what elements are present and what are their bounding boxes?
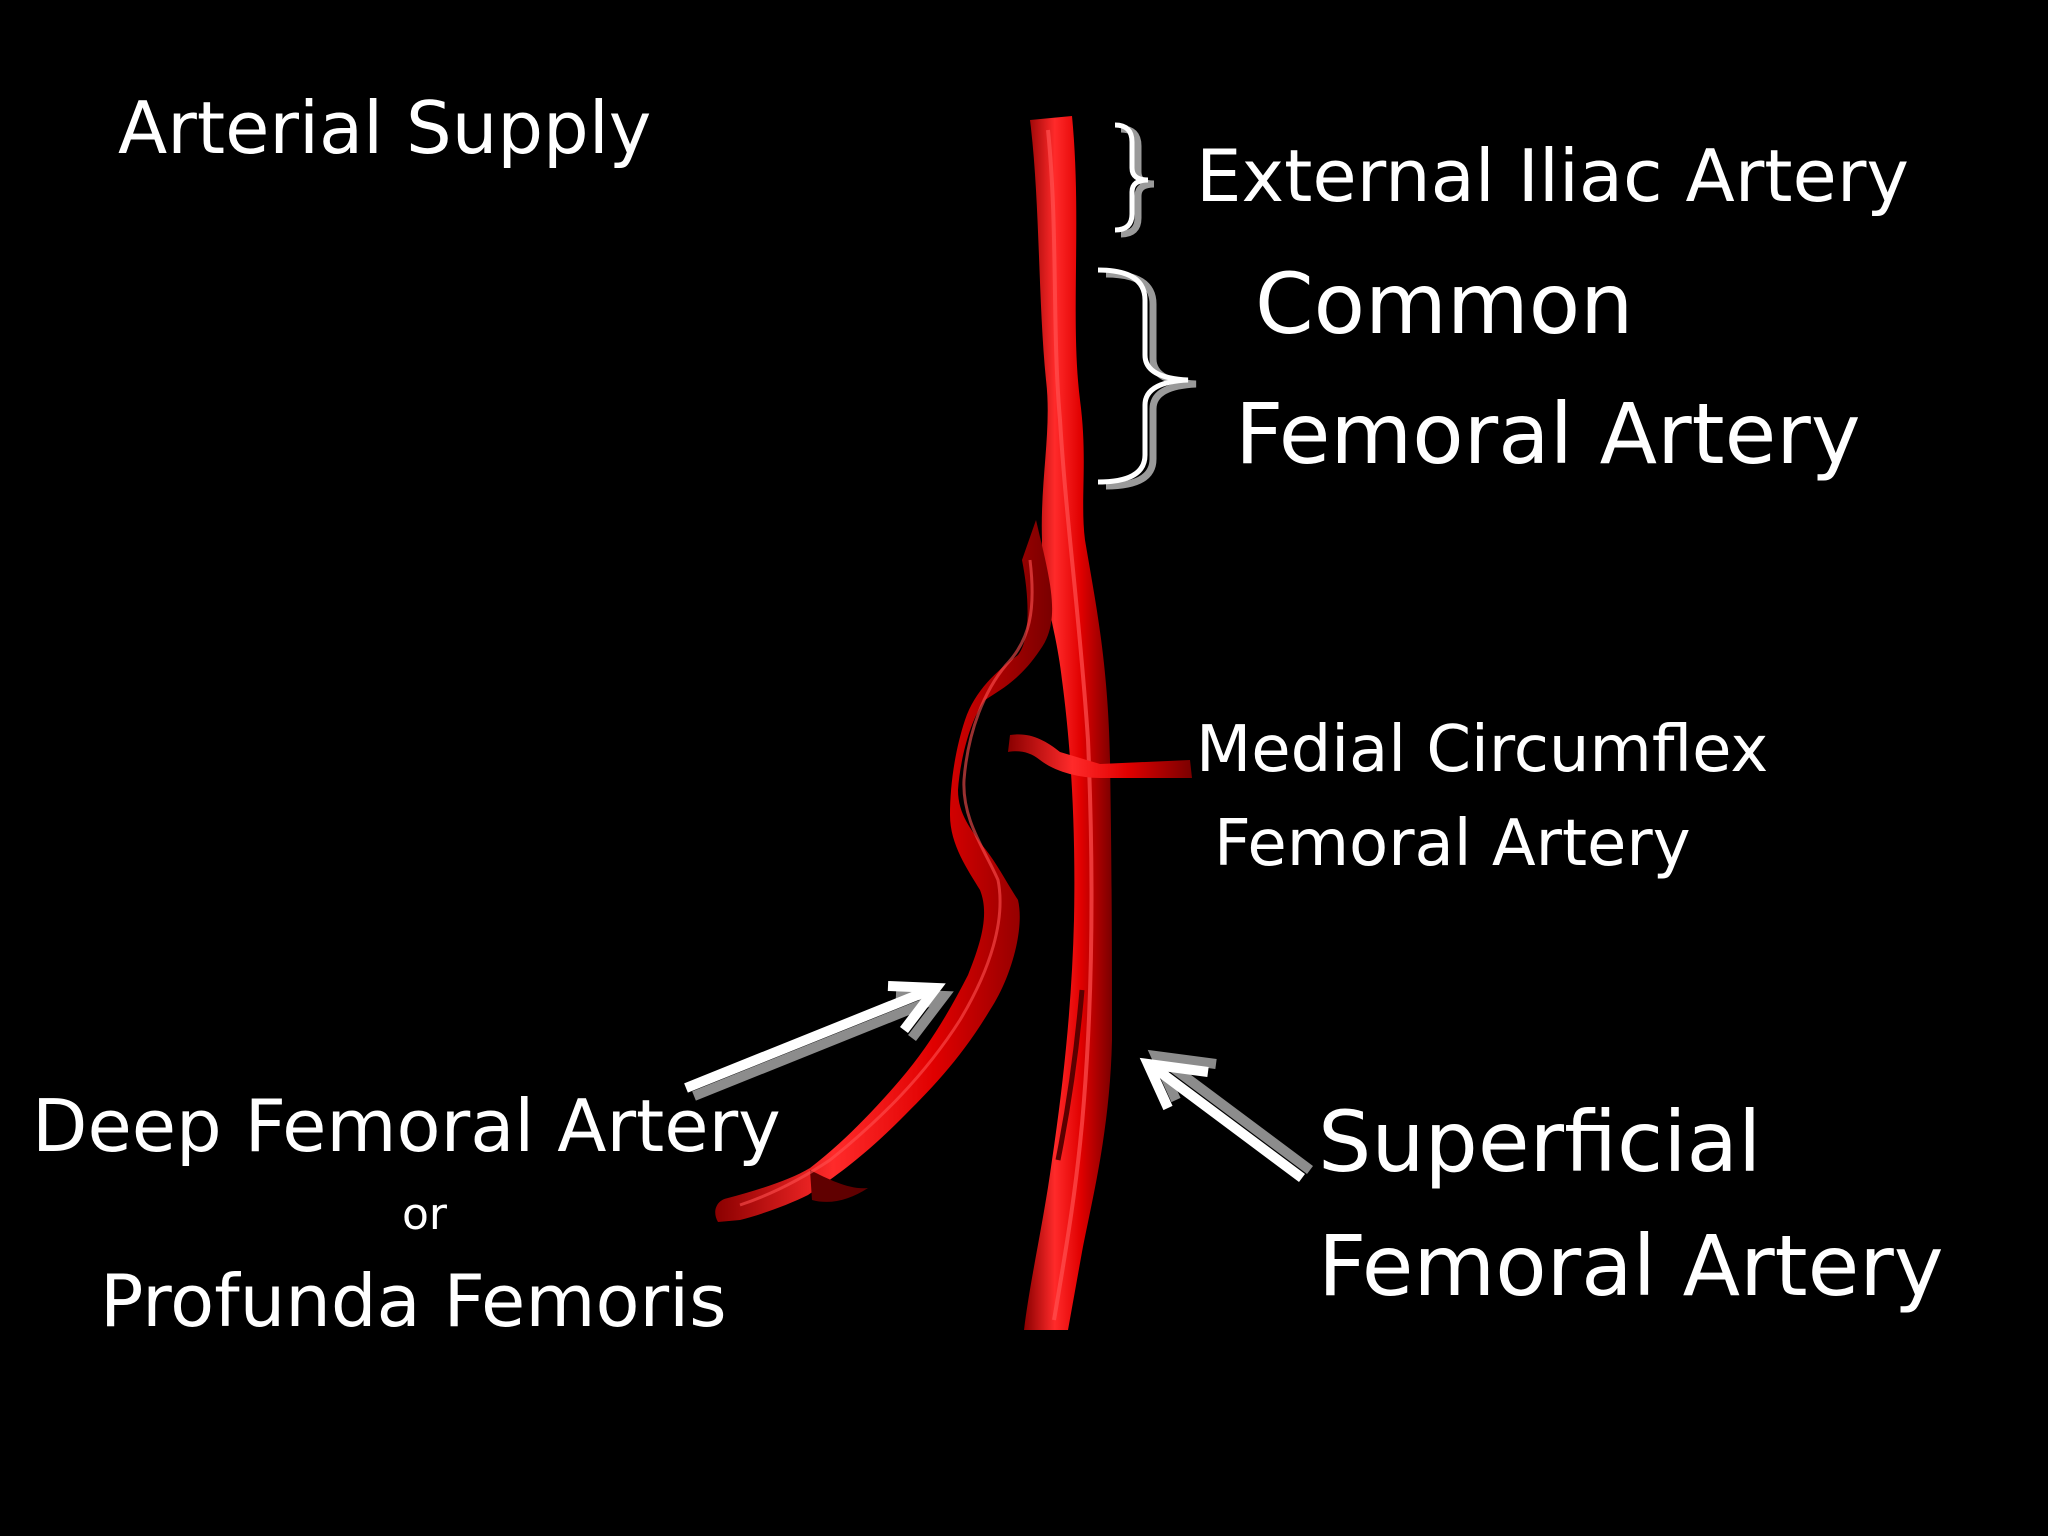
common-femoral-label-line2: Femoral Artery [1235, 385, 1861, 483]
medial-circumflex-branch [1008, 734, 1192, 778]
common-femoral-bracket [1097, 267, 1197, 490]
deep-femoral-fork-tip [810, 1170, 868, 1202]
deep-femoral-highlight [739, 559, 1034, 1207]
deep-femoral-label-line1: Deep Femoral Artery [32, 1084, 781, 1168]
deep-femoral-label-connector: or [402, 1189, 448, 1240]
superficial-femoral-inner-shadow [1055, 989, 1085, 1161]
common-femoral-label-line1: Common [1255, 255, 1634, 353]
superficial-femoral-label-line2: Femoral Artery [1318, 1217, 1944, 1315]
page-title: Arterial Supply [118, 86, 652, 170]
deep-femoral-arrow [684, 981, 954, 1101]
deep-femoral-branch [715, 520, 1053, 1222]
superficial-femoral-arrow [1139, 1049, 1313, 1183]
medial-circumflex-label-line1: Medial Circumflex [1196, 713, 1769, 787]
medial-circumflex-label-line2: Femoral Artery [1214, 807, 1691, 881]
main-artery-highlight [1046, 129, 1094, 1321]
superficial-femoral-label-line1: Superficial [1318, 1093, 1762, 1191]
external-iliac-bracket [1114, 122, 1155, 238]
deep-femoral-label-line2: Profunda Femoris [100, 1259, 727, 1343]
main-artery-trunk [1024, 116, 1112, 1330]
external-iliac-label: External Iliac Artery [1196, 134, 1910, 218]
